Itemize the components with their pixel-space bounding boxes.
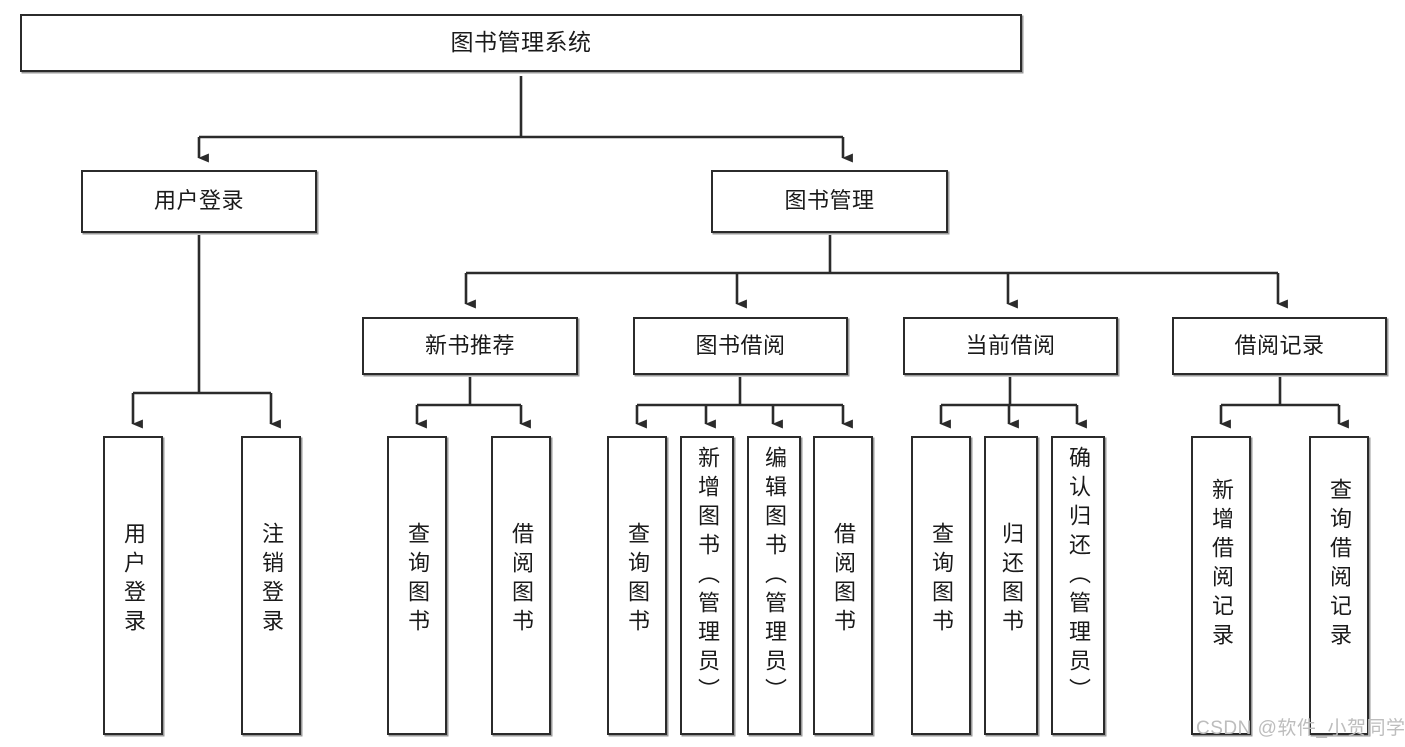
node-borrow-record-label: 借阅记录 [1234, 332, 1325, 358]
leaf-query-book-2-label: 查询图书 [625, 522, 650, 638]
leaf-query-book-2[interactable]: 查询图书 [607, 436, 667, 735]
leaf-query-record-label: 查询借阅记录 [1327, 478, 1352, 652]
node-current-borrow-label: 当前借阅 [965, 332, 1056, 358]
leaf-query-book-3-label: 查询图书 [929, 522, 954, 638]
leaf-logout-login[interactable]: 注销登录 [241, 436, 301, 735]
leaf-logout-login-label: 注销登录 [259, 522, 284, 638]
leaf-confirm-return-label: 确认归还（管理员） [1066, 446, 1091, 707]
node-book-manage-label: 图书管理 [784, 188, 875, 214]
leaf-query-book-1-label: 查询图书 [405, 522, 430, 638]
leaf-borrow-book-2-label: 借阅图书 [831, 522, 856, 638]
node-borrow-record[interactable]: 借阅记录 [1172, 317, 1387, 375]
node-current-borrow[interactable]: 当前借阅 [903, 317, 1118, 375]
node-root[interactable]: 图书管理系统 [20, 14, 1022, 72]
leaf-query-record[interactable]: 查询借阅记录 [1309, 436, 1369, 735]
node-book-manage[interactable]: 图书管理 [711, 170, 948, 233]
node-new-book-recommend-label: 新书推荐 [424, 332, 515, 358]
node-new-book-recommend[interactable]: 新书推荐 [362, 317, 578, 375]
leaf-add-book[interactable]: 新增图书（管理员） [680, 436, 734, 735]
leaf-query-book-3[interactable]: 查询图书 [911, 436, 971, 735]
leaf-edit-book-label: 编辑图书（管理员） [762, 446, 787, 707]
node-user-login[interactable]: 用户登录 [81, 170, 317, 233]
leaf-return-book-label: 归还图书 [999, 522, 1024, 638]
leaf-user-login-label: 用户登录 [121, 522, 146, 638]
leaf-confirm-return[interactable]: 确认归还（管理员） [1051, 436, 1105, 735]
node-book-borrow[interactable]: 图书借阅 [633, 317, 848, 375]
leaf-add-record-label: 新增借阅记录 [1209, 478, 1234, 652]
leaf-borrow-book-1[interactable]: 借阅图书 [491, 436, 551, 735]
leaf-add-book-label: 新增图书（管理员） [695, 446, 720, 707]
leaf-edit-book[interactable]: 编辑图书（管理员） [747, 436, 801, 735]
node-user-login-label: 用户登录 [153, 188, 244, 214]
node-root-label: 图书管理系统 [450, 29, 592, 56]
leaf-add-record[interactable]: 新增借阅记录 [1191, 436, 1251, 735]
watermark-text: CSDN @软件_小贺同学 [1196, 718, 1405, 739]
watermark: CSDN @软件_小贺同学 [1196, 713, 1405, 740]
node-book-borrow-label: 图书借阅 [695, 332, 786, 358]
leaf-borrow-book-2[interactable]: 借阅图书 [813, 436, 873, 735]
leaf-user-login[interactable]: 用户登录 [103, 436, 163, 735]
leaf-return-book[interactable]: 归还图书 [984, 436, 1038, 735]
leaf-query-book-1[interactable]: 查询图书 [387, 436, 447, 735]
leaf-borrow-book-1-label: 借阅图书 [509, 522, 534, 638]
